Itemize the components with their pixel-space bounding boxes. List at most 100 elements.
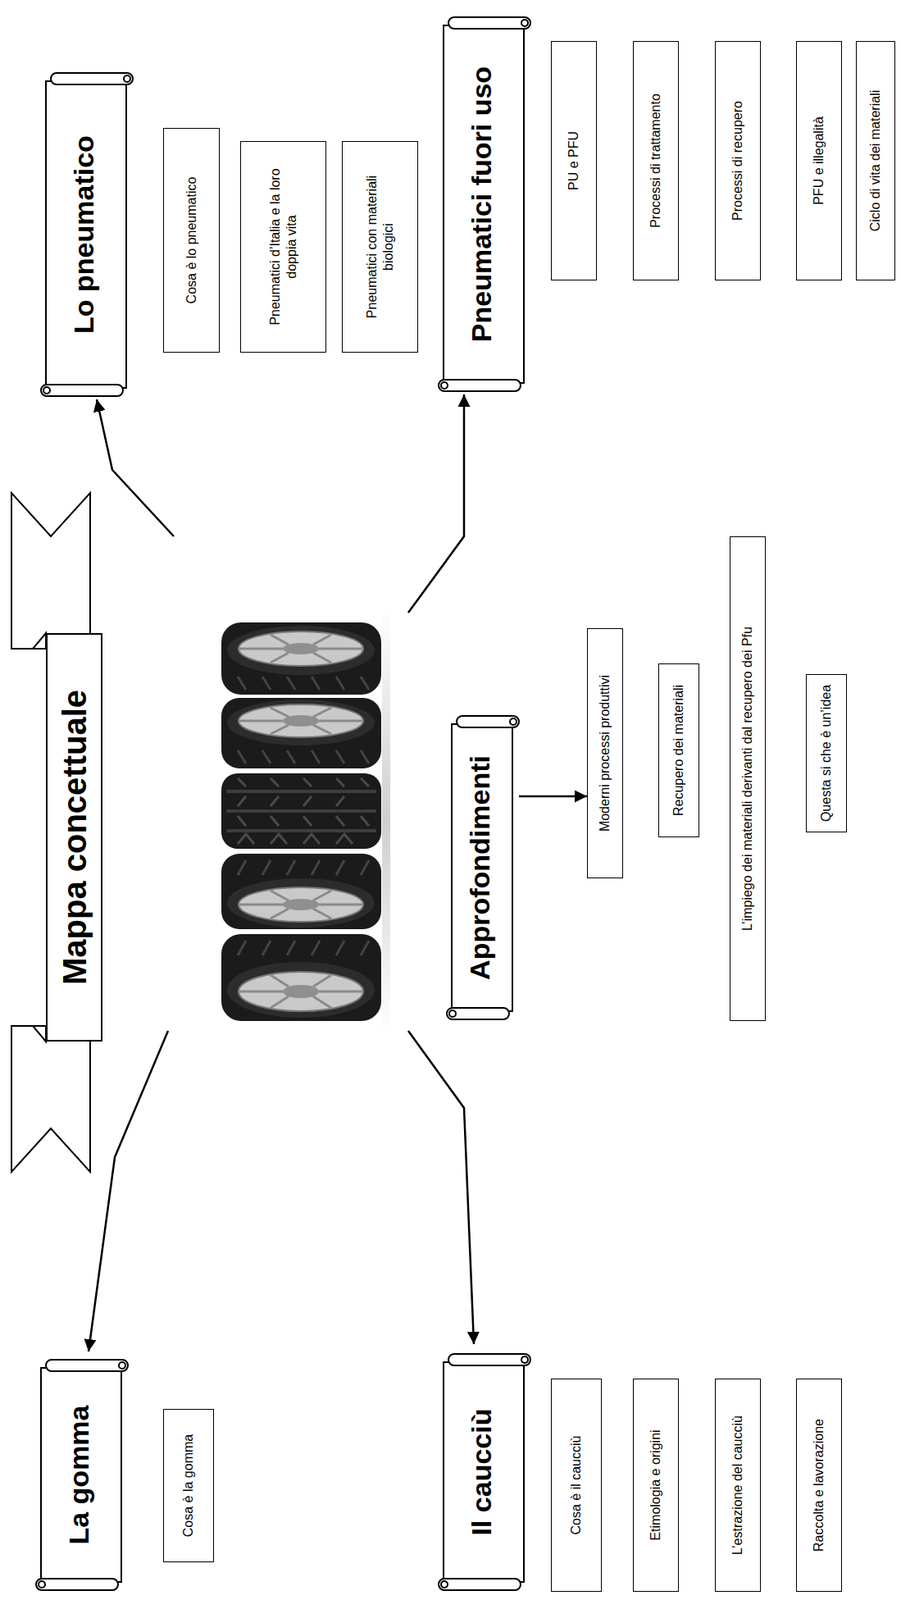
scroll-outline (446, 715, 519, 1020)
banner-ribbon (32, 632, 46, 649)
tire (221, 697, 382, 769)
tire (238, 890, 364, 919)
topic-box: Cosa è il caucciù (550, 1378, 602, 1592)
tire (227, 878, 375, 928)
topic-label: Raccolta e lavorazione (810, 1418, 828, 1552)
tire (237, 860, 369, 875)
tire (227, 699, 375, 746)
connector-arrow (518, 795, 588, 798)
topic-box: PFU e illegalità (796, 40, 842, 281)
pointer-arrow (88, 1030, 169, 1352)
tire (237, 940, 369, 956)
scroll-roll (456, 715, 519, 728)
tire (221, 773, 382, 849)
topic-label: Processi di recupero (729, 100, 747, 221)
tire (237, 750, 369, 764)
scroll-roll (45, 1359, 128, 1371)
scroll-roll (50, 72, 133, 85)
section-heading: Approfondimenti (464, 755, 496, 980)
topic-box: Pneumatici d’Italia e la loro doppia vit… (240, 141, 327, 353)
scroll-curl (118, 1361, 126, 1369)
topic-box: Processi di recupero (714, 40, 761, 281)
scroll-curl (123, 75, 131, 82)
topic-box: L’estrazione del caucciù (714, 1378, 761, 1592)
tire (237, 676, 369, 690)
map-title: Mappa concettuale (56, 689, 93, 985)
tire (238, 707, 364, 734)
topic-label: Ciclo di vita dei materiali (867, 90, 884, 233)
topic-box: Etimologia e origini (632, 1378, 679, 1592)
tire (221, 622, 382, 695)
scroll-roll (438, 1578, 521, 1590)
topic-label: PFU e illegalità (810, 116, 828, 205)
topic-label: Processi di trattamento (647, 93, 665, 228)
tire (238, 974, 364, 1008)
scroll-body (451, 723, 513, 1011)
scroll-roll (40, 384, 123, 396)
topic-box: Pneumatici con materiali biologici (341, 141, 419, 353)
topic-label: Cosa è il caucciù (568, 1435, 585, 1535)
scroll-outline (438, 1353, 531, 1590)
tire (227, 625, 375, 675)
topic-box: Recupero dei materiali (658, 663, 700, 838)
tire (221, 933, 382, 1021)
scroll-body (45, 81, 127, 388)
scroll-roll (446, 1007, 510, 1020)
topic-box: Cosa è la gomma (163, 1408, 214, 1562)
topic-box: Raccolta e lavorazione (796, 1378, 842, 1592)
banner-ribbon (32, 1025, 46, 1042)
scroll-curl (521, 19, 528, 27)
scroll-roll (36, 1578, 119, 1590)
tire (221, 933, 382, 1021)
topic-label: Cosa è lo pneumatico (183, 177, 201, 305)
topic-box: PU e PFU (550, 40, 597, 281)
section-heading: La gomma (63, 1404, 95, 1544)
tire (221, 697, 382, 769)
section-heading: Lo pneumatico (68, 135, 100, 334)
topic-label: PU e PFU (565, 131, 583, 191)
topic-box: L’impiego dei materiali derivanti dal re… (729, 536, 766, 1021)
topic-label: Cosa è la gomma (180, 1433, 197, 1537)
tire (221, 773, 382, 849)
topic-box: Cosa è lo pneumatico (163, 127, 220, 353)
pointer-arrow (408, 1030, 474, 1344)
topic-label: Pneumatici con materiali biologici (364, 150, 397, 344)
scroll-roll (448, 17, 531, 29)
scroll-roll (438, 379, 521, 392)
scroll-body (40, 1367, 122, 1582)
topic-label: L’impiego dei materiali derivanti dal re… (739, 626, 756, 931)
scroll-curl (441, 1580, 448, 1588)
tire (238, 971, 364, 1011)
section-scroll: Il caucciù (438, 1351, 531, 1592)
scroll-curl (521, 1356, 528, 1363)
scroll-outline (438, 17, 531, 392)
tire (238, 631, 364, 666)
tire (221, 622, 382, 695)
topic-label: Etimologia e origini (647, 1428, 665, 1540)
banner-ribbon (11, 492, 91, 649)
title-banner: Mappa concettuale (45, 632, 103, 1042)
section-scroll: Lo pneumatico (40, 71, 133, 398)
scroll-curl (509, 718, 517, 725)
scroll-curl (43, 386, 51, 394)
scroll-outline (40, 72, 133, 396)
section-heading: Il caucciù (466, 1408, 497, 1536)
section-scroll: Pneumatici fuori uso (438, 15, 531, 393)
scroll-curl (38, 1580, 46, 1588)
topic-box: Processi di trattamento (632, 40, 679, 281)
topic-box: Moderni processi produttivi (587, 627, 624, 879)
scroll-body (443, 25, 524, 383)
tire (226, 791, 377, 831)
ground-shadow (382, 607, 391, 1034)
tire (238, 704, 364, 738)
topic-label: L’estrazione del caucciù (729, 1415, 747, 1555)
topic-label: Recupero dei materiali (670, 684, 688, 816)
topic-box: Questa si che è un’idea (805, 673, 847, 833)
pointer-arrow (96, 399, 174, 537)
tire (237, 778, 369, 844)
section-heading: Pneumatici fuori uso (466, 66, 497, 342)
section-scroll: La gomma (36, 1357, 128, 1592)
tire-illustration (221, 622, 382, 1021)
